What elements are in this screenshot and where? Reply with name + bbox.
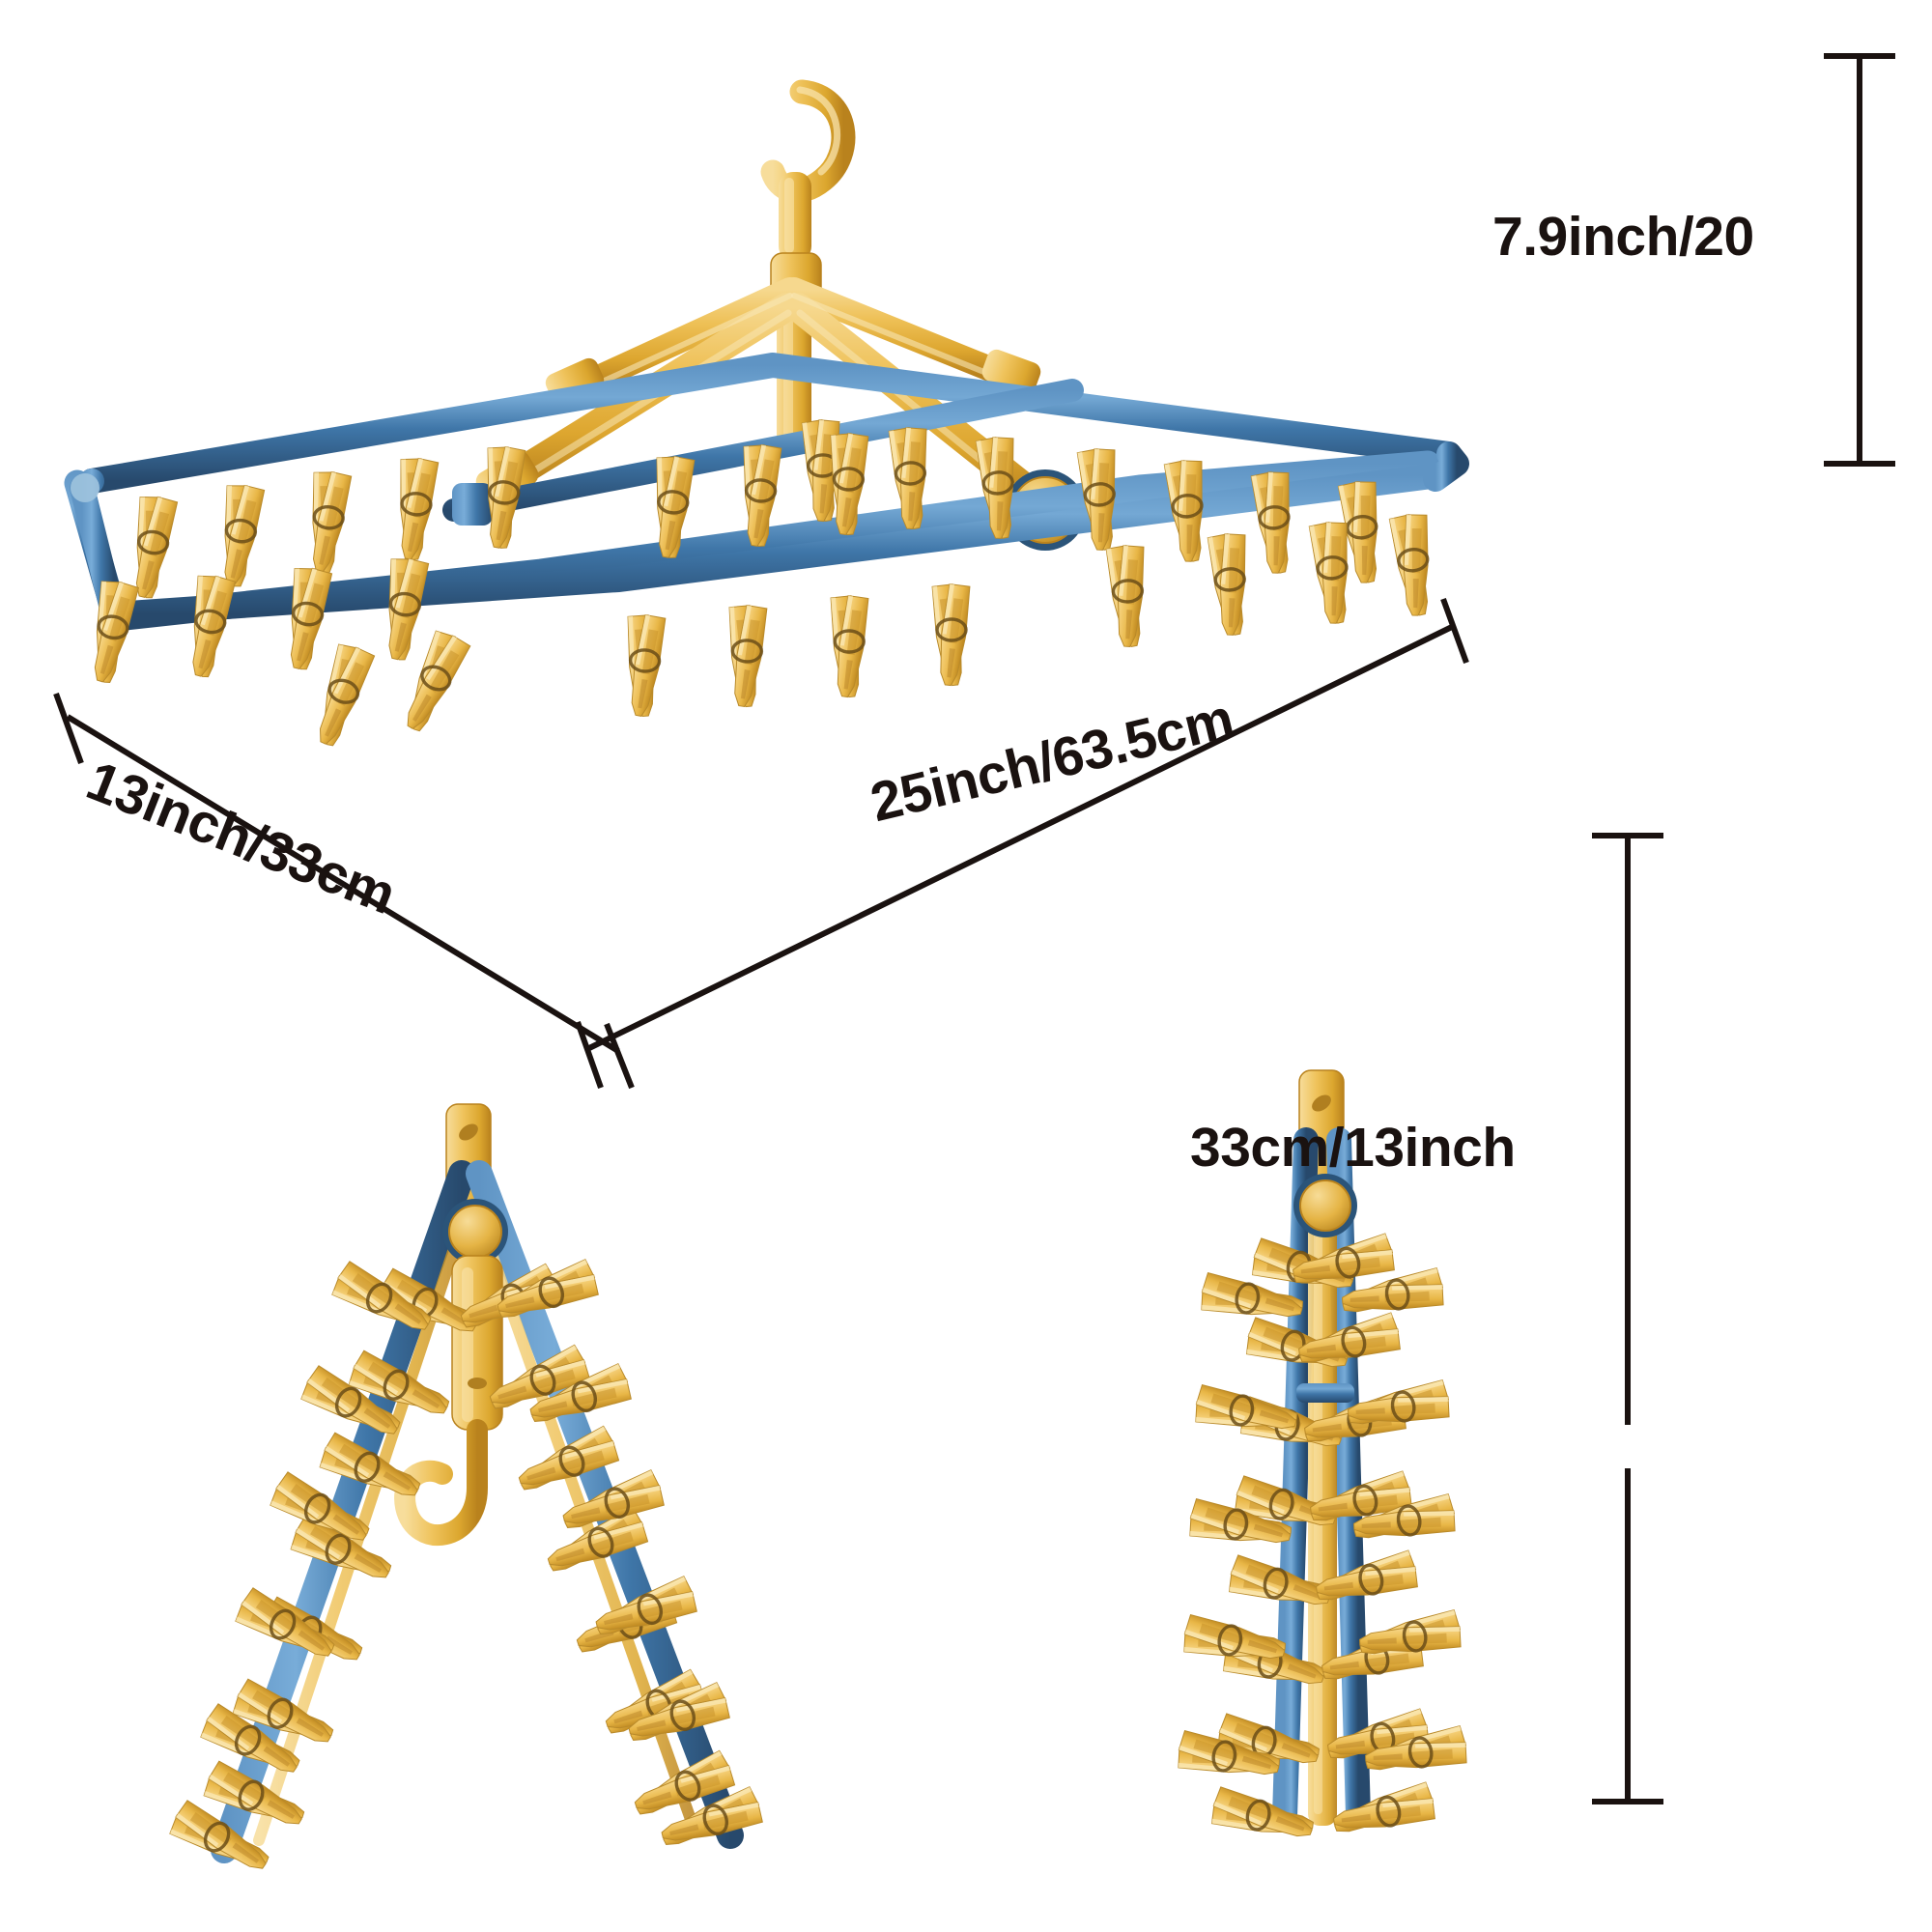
folded-side-view xyxy=(1176,1069,1470,1850)
dimension-line-height xyxy=(1824,53,1895,467)
dimension-label-folded-height: 33cm/13inch xyxy=(1190,1117,1516,1179)
dimension-label-height: 7.9inch/20 xyxy=(1492,206,1754,268)
frame-side-rails xyxy=(70,441,1469,629)
frame-center-joint xyxy=(452,483,493,526)
folded-front-view xyxy=(166,1103,765,1883)
frame-lower-rail xyxy=(101,463,1452,627)
frame-back-rail xyxy=(79,353,1462,494)
dimension-line-width xyxy=(575,597,1469,1089)
hanger-hook xyxy=(760,79,856,454)
dimension-line-folded-height xyxy=(1592,833,1663,1804)
open-hanger-view xyxy=(64,79,1469,752)
dimension-lines xyxy=(53,53,1895,1804)
